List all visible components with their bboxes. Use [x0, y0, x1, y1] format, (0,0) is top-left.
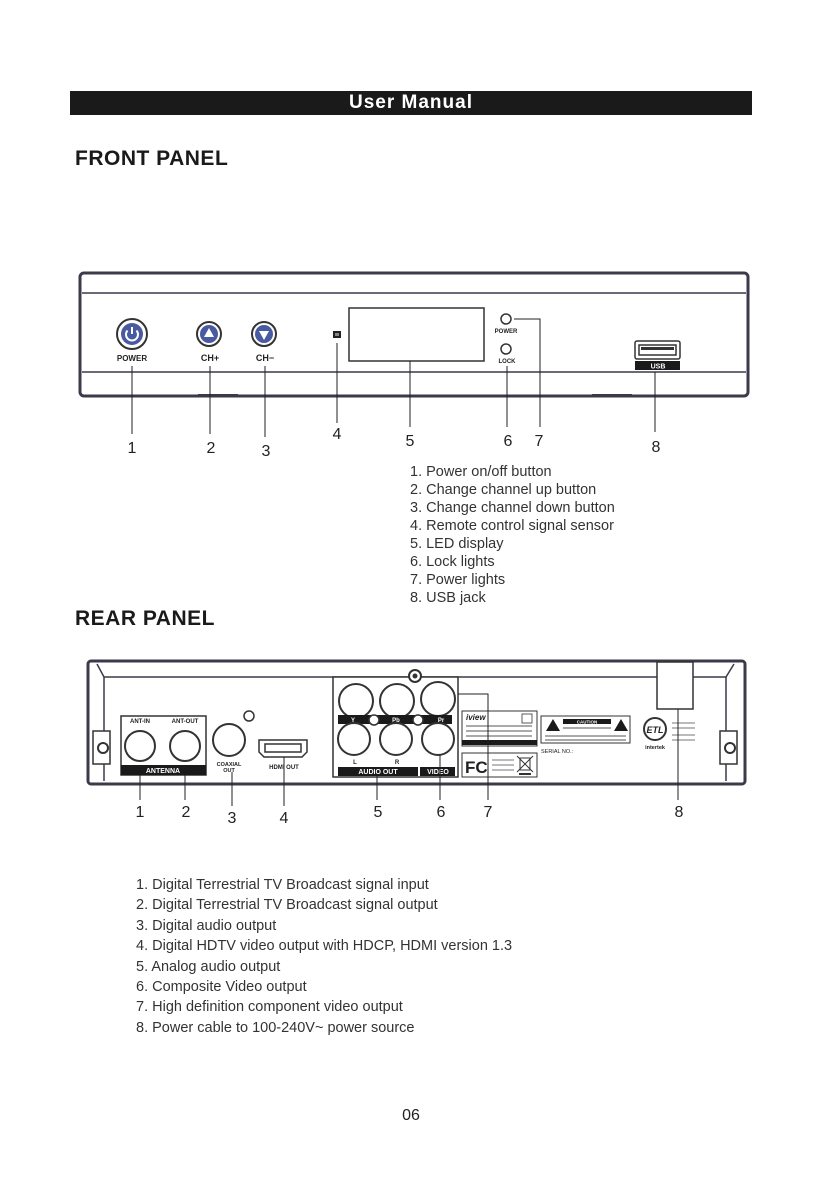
- page-title: User Manual: [349, 92, 473, 113]
- list-item: 4. Digital HDTV video output with HDCP, …: [136, 938, 513, 955]
- header-bar: User Manual: [70, 91, 752, 115]
- r-label: R: [395, 760, 400, 766]
- ant-out-label: ANT-OUT: [172, 719, 199, 725]
- led-display: [348, 307, 485, 362]
- front-callout-8: 8: [652, 439, 661, 456]
- rear-panel-list: 1. Digital Terrestrial TV Broadcast sign…: [136, 875, 512, 1038]
- audio-jack-top-right: [420, 681, 456, 717]
- list-item: 7. High definition component video outpu…: [136, 999, 403, 1016]
- ch-up-button[interactable]: [196, 321, 222, 347]
- rear-callout-5: 5: [374, 804, 383, 821]
- power-button-label: POWER: [117, 354, 147, 363]
- rear-callout-2: 2: [182, 804, 191, 821]
- fcc-logo: FC: [465, 758, 488, 777]
- audio-r-jack: [379, 722, 413, 756]
- coaxial-label: COAXIAL: [217, 762, 242, 768]
- power-led-label: POWER: [495, 329, 518, 335]
- video-label: VIDEO: [427, 769, 449, 776]
- lock-led: [500, 343, 512, 355]
- power-cord-housing: [656, 661, 694, 710]
- audio-out-label: AUDIO OUT: [358, 769, 398, 776]
- rear-panel-title: REAR PANEL: [75, 607, 215, 630]
- ch-up-label: CH+: [201, 353, 219, 363]
- audio-l-jack: [337, 722, 371, 756]
- rear-callout-8: 8: [675, 804, 684, 821]
- list-item: 1. Power on/off button: [410, 464, 552, 480]
- arrow-up-icon: [204, 328, 214, 337]
- l-label: L: [353, 760, 357, 766]
- front-callout-6: 6: [504, 433, 513, 450]
- pr-label: Pr: [438, 718, 445, 724]
- front-callout-3: 3: [262, 443, 271, 460]
- front-panel-device: POWER CH+ CH− POWER LOCK: [78, 271, 750, 460]
- page-number: 06: [402, 1107, 420, 1124]
- lock-led-label: LOCK: [499, 359, 517, 365]
- list-item: 8. Power cable to 100-240V~ power source: [136, 1019, 415, 1036]
- y-label: Y: [351, 718, 355, 724]
- left-screw: [92, 730, 111, 765]
- list-item: 5. LED display: [410, 536, 504, 552]
- rear-leader-lines: [139, 693, 679, 806]
- ant-in-jack: [124, 730, 156, 762]
- list-item: 6. Lock lights: [410, 554, 495, 570]
- audio-jack-top-mid: [379, 683, 415, 719]
- video-jack: [421, 722, 455, 756]
- ch-down-button[interactable]: [251, 321, 277, 347]
- serial-no-label: SERIAL NO.:: [541, 749, 574, 755]
- intertek-label: intertek: [645, 745, 666, 751]
- rear-panel-device: ANT-IN ANT-OUT ANTENNA COAXIAL OUT HDMI …: [86, 659, 747, 827]
- caution-label: CAUTION: [577, 720, 598, 725]
- list-item: 3. Digital audio output: [136, 917, 277, 934]
- front-callout-5: 5: [406, 433, 415, 450]
- list-item: 3. Change channel down button: [410, 500, 615, 516]
- usb-jack: [634, 340, 681, 370]
- antenna-label: ANTENNA: [146, 768, 180, 775]
- list-item: 2. Change channel up button: [410, 482, 597, 498]
- coaxial-jack: [212, 723, 246, 757]
- list-item: 6. Composite Video output: [136, 978, 307, 995]
- etl-logo: ETL: [643, 717, 667, 741]
- front-callout-7: 7: [535, 433, 544, 450]
- usb-label: USB: [651, 364, 666, 371]
- list-item: 7. Power lights: [410, 572, 506, 588]
- rear-callout-3: 3: [228, 810, 237, 827]
- front-panel-list: 1. Power on/off button 2. Change channel…: [410, 463, 615, 607]
- front-panel-title: FRONT PANEL: [75, 147, 229, 170]
- power-button[interactable]: [116, 318, 148, 350]
- right-screw: [719, 730, 738, 765]
- list-item: 2. Digital Terrestrial TV Broadcast sign…: [136, 897, 438, 914]
- list-item: 5. Analog audio output: [136, 958, 281, 975]
- ant-out-jack: [169, 730, 201, 762]
- list-item: 4. Remote control signal sensor: [410, 518, 614, 534]
- weee-bin-icon: [516, 755, 534, 775]
- list-item: 1. Digital Terrestrial TV Broadcast sign…: [136, 877, 429, 893]
- ant-in-label: ANT-IN: [130, 719, 150, 725]
- ch-down-label: CH−: [256, 353, 274, 363]
- front-callout-4: 4: [333, 426, 342, 443]
- list-item: 8. USB jack: [410, 590, 486, 606]
- audio-jack-top-left: [338, 683, 374, 719]
- arrow-down-icon: [259, 331, 269, 340]
- front-callout-1: 1: [128, 440, 137, 457]
- front-leader-lines: [131, 318, 656, 437]
- rear-callout-4: 4: [280, 810, 289, 827]
- front-callout-2: 2: [207, 440, 216, 457]
- pb-label: Pb: [392, 718, 400, 724]
- coaxial-out-label: OUT: [223, 768, 235, 774]
- rear-callout-7: 7: [484, 804, 493, 821]
- svg-text:ETL: ETL: [647, 725, 664, 735]
- brand-logo: iview: [466, 713, 486, 722]
- rear-callout-6: 6: [437, 804, 446, 821]
- rear-callout-1: 1: [136, 804, 145, 821]
- power-led: [500, 313, 512, 325]
